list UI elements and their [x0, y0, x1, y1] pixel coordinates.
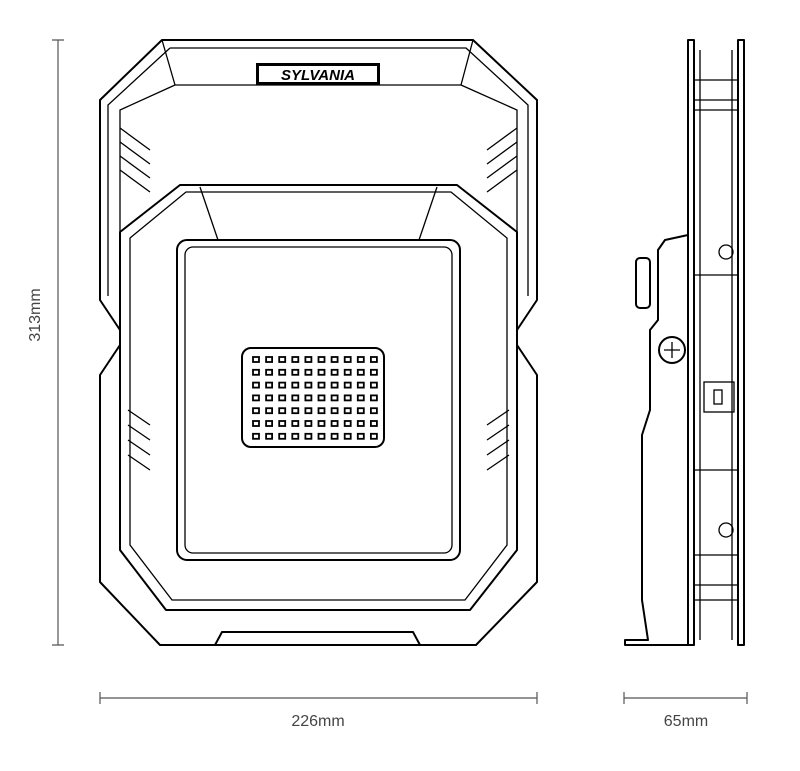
led-chip — [330, 420, 339, 427]
handle-inner-edge — [107, 47, 529, 296]
led-chip — [330, 394, 339, 402]
led-chip — [343, 407, 352, 415]
led-chip — [291, 420, 300, 427]
led-chip — [291, 432, 300, 440]
led-chip — [343, 394, 352, 402]
screw-icon — [718, 522, 734, 538]
led-chip — [278, 356, 287, 363]
led-chip — [278, 381, 287, 389]
led-chip — [291, 368, 300, 376]
grip-ridges — [119, 127, 518, 471]
led-chip — [265, 356, 274, 363]
led-chip — [330, 356, 339, 363]
width-label: 226mm — [291, 713, 344, 730]
led-chip — [304, 407, 313, 415]
led-chip — [369, 368, 378, 376]
led-array — [241, 347, 385, 448]
outer-housing — [99, 39, 538, 646]
depth-label: 65mm — [664, 713, 708, 730]
led-chip — [265, 432, 274, 440]
led-chip — [252, 381, 260, 389]
bottom-foot — [214, 631, 421, 646]
pivot-screw-icon — [658, 336, 686, 364]
led-chip — [304, 420, 313, 427]
led-chip — [343, 420, 352, 427]
led-chip — [343, 381, 352, 389]
led-chip — [356, 407, 365, 415]
bracket — [624, 234, 689, 646]
led-chip — [265, 420, 274, 427]
led-chip — [291, 407, 300, 415]
led-chip — [343, 356, 352, 363]
side-view — [624, 39, 745, 646]
led-chip — [317, 381, 326, 389]
adjust-knob — [635, 257, 651, 309]
led-chip — [265, 394, 274, 402]
led-chip — [252, 432, 260, 440]
led-chips — [252, 356, 378, 440]
led-chip — [304, 432, 313, 440]
led-chip — [304, 368, 313, 376]
led-chip — [356, 381, 365, 389]
led-chip — [265, 381, 274, 389]
led-chip — [252, 368, 260, 376]
led-chip — [356, 368, 365, 376]
led-chip — [369, 420, 378, 427]
led-chip — [356, 432, 365, 440]
led-chip — [317, 420, 326, 427]
led-chip — [369, 407, 378, 415]
switch-icon — [713, 389, 723, 405]
led-chip — [356, 394, 365, 402]
led-chip — [317, 356, 326, 363]
led-chip — [278, 368, 287, 376]
brand-logo: SYLVANIA — [281, 67, 355, 84]
led-chip — [252, 420, 260, 427]
led-chip — [252, 407, 260, 415]
led-chip — [343, 432, 352, 440]
led-chip — [356, 420, 365, 427]
led-chip — [356, 356, 365, 363]
led-chip — [369, 394, 378, 402]
front-panel — [119, 184, 518, 611]
led-chip — [369, 432, 378, 440]
led-chip — [343, 368, 352, 376]
led-chip — [317, 407, 326, 415]
led-chip — [304, 356, 313, 363]
lens-frame — [176, 239, 461, 561]
side-housing — [687, 39, 745, 646]
led-chip — [317, 394, 326, 402]
dimension-lines — [52, 39, 748, 704]
led-chip — [265, 407, 274, 415]
led-chip — [291, 394, 300, 402]
front-view: SYLVANIA — [99, 39, 538, 646]
led-chip — [330, 432, 339, 440]
screw-icon — [718, 244, 734, 260]
led-chip — [317, 432, 326, 440]
led-chip — [278, 420, 287, 427]
led-chip — [304, 381, 313, 389]
led-chip — [330, 368, 339, 376]
led-chip — [252, 394, 260, 402]
led-chip — [304, 394, 313, 402]
led-chip — [291, 356, 300, 363]
led-chip — [291, 381, 300, 389]
led-chip — [330, 407, 339, 415]
led-chip — [278, 432, 287, 440]
led-chip — [369, 356, 378, 363]
led-chip — [278, 394, 287, 402]
led-chip — [317, 368, 326, 376]
led-chip — [265, 368, 274, 376]
height-label: 313mm — [27, 288, 44, 341]
led-chip — [278, 407, 287, 415]
led-chip — [330, 381, 339, 389]
led-chip — [252, 356, 260, 363]
led-chip — [369, 381, 378, 389]
